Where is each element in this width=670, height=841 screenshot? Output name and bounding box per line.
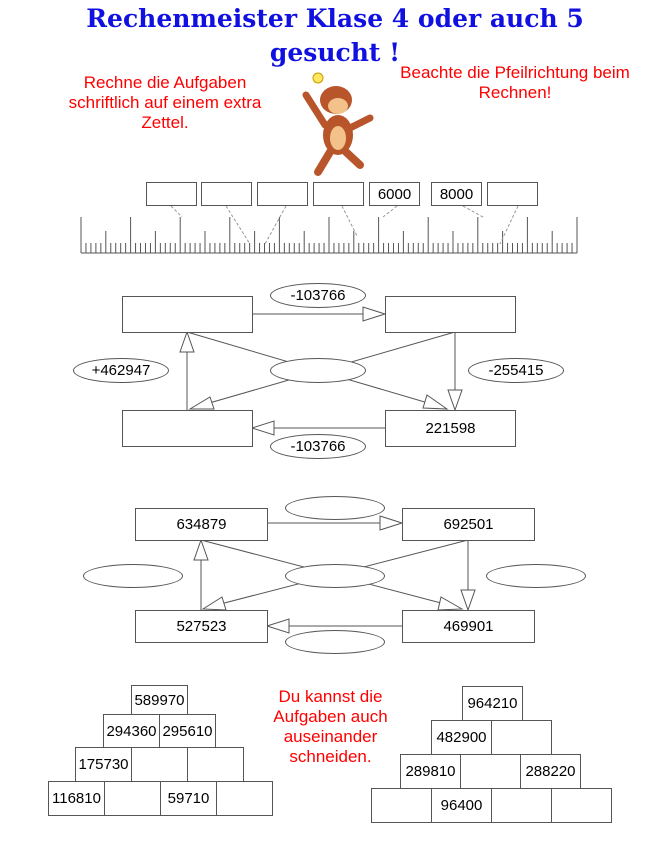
pyramid-cell[interactable] [216, 781, 273, 816]
pyramid-cell[interactable] [187, 747, 244, 782]
pyramid-cell[interactable]: 294360 [103, 714, 160, 748]
d2-box-bottom-left[interactable]: 527523 [135, 610, 268, 643]
ruler-pointer-lines [170, 205, 519, 245]
ruler-answer-box[interactable]: 8000 [431, 182, 482, 206]
pyramid-cell[interactable] [551, 788, 612, 823]
d1-op-top[interactable]: -103766 [270, 283, 366, 308]
d2-box-top-right[interactable]: 692501 [402, 508, 535, 541]
number-line-ruler [80, 217, 578, 254]
ruler-answer-box[interactable] [201, 182, 252, 206]
d2-box-top-left[interactable]: 634879 [135, 508, 268, 541]
pyramid-cell[interactable]: 964210 [462, 686, 523, 721]
pyramid-cell[interactable] [371, 788, 432, 823]
ruler-answer-box[interactable] [257, 182, 308, 206]
d2-op-left[interactable] [83, 564, 183, 588]
d1-op-bottom[interactable]: -103766 [270, 434, 366, 459]
pyramid-cell[interactable]: 116810 [48, 781, 105, 816]
pyramid-cell[interactable]: 295610 [159, 714, 216, 748]
d2-op-center[interactable] [285, 564, 385, 588]
pyramid-cell[interactable] [104, 781, 161, 816]
ruler-answer-box[interactable] [313, 182, 364, 206]
monkey-illustration [302, 72, 374, 176]
pyramid-cell[interactable]: 482900 [431, 720, 492, 755]
d1-box-top-left[interactable] [122, 296, 253, 333]
title-line-1: Rechenmeister Klase 4 oder auch 5 [86, 4, 584, 33]
pyramid-cell[interactable]: 288220 [520, 754, 581, 789]
ruler-answer-box[interactable]: 6000 [369, 182, 420, 206]
d2-op-top[interactable] [285, 496, 385, 520]
pyramid-cell[interactable]: 289810 [400, 754, 461, 789]
d2-op-right[interactable] [486, 564, 586, 588]
pyramid-cell[interactable] [491, 720, 552, 755]
d1-box-bottom-right[interactable]: 221598 [385, 410, 516, 447]
pyramid-cell[interactable] [491, 788, 552, 823]
d1-op-center[interactable] [270, 358, 366, 383]
pyramid-cell[interactable]: 96400 [431, 788, 492, 823]
instruction-right: Beachte die Pfeilrichtung beim Rechnen! [400, 63, 630, 102]
d1-op-left[interactable]: +462947 [73, 358, 169, 383]
d2-op-bottom[interactable] [285, 630, 385, 654]
title-line-2: gesucht ! [269, 38, 401, 67]
pyramid-cell[interactable] [460, 754, 521, 789]
d1-op-right[interactable]: -255415 [468, 358, 564, 383]
d1-box-top-right[interactable] [385, 296, 516, 333]
pyramid-cell[interactable] [131, 747, 188, 782]
pyramid-cell[interactable]: 59710 [160, 781, 217, 816]
instruction-center: Du kannst die Aufgaben auch auseinander … [273, 687, 388, 766]
ruler-answer-box[interactable] [146, 182, 197, 206]
pyramid-cell[interactable]: 175730 [75, 747, 132, 782]
page-title: Rechenmeister Klase 4 oder auch 5 gesuch… [0, 2, 670, 70]
ruler-answer-box[interactable] [487, 182, 538, 206]
instruction-left: Rechne die Aufgaben schriftlich auf eine… [68, 73, 262, 132]
pyramid-cell[interactable]: 589970 [131, 685, 188, 715]
d2-box-bottom-right[interactable]: 469901 [402, 610, 535, 643]
d1-box-bottom-left[interactable] [122, 410, 253, 447]
